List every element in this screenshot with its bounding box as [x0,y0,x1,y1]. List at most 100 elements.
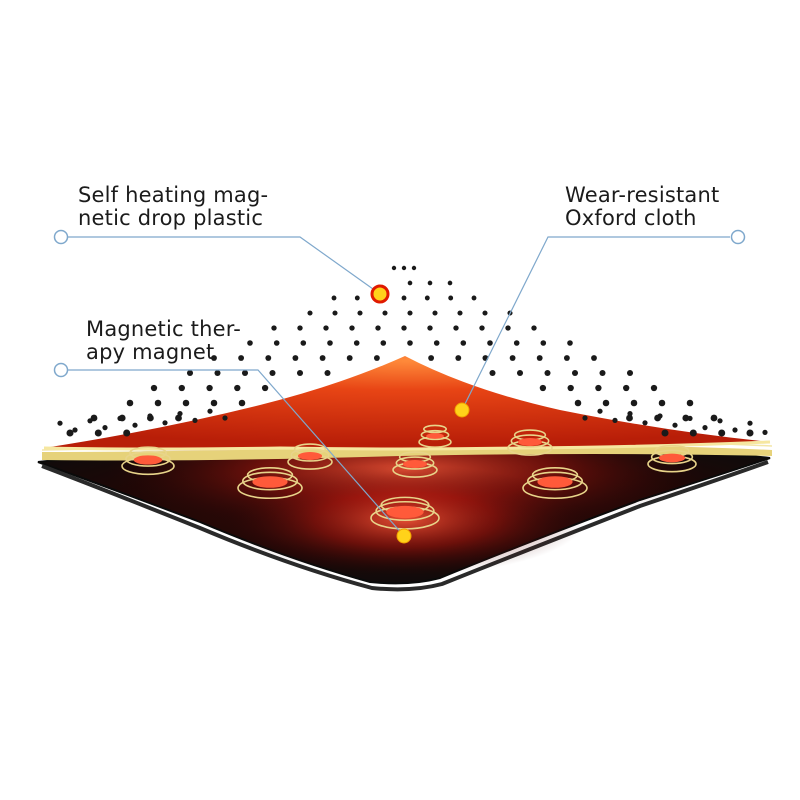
plastic-dot [401,295,407,301]
plastic-dot [447,280,453,286]
label-magnet-line2: apy magnet [86,340,215,364]
callout-line-heating [68,236,381,295]
plastic-dot [482,310,488,316]
plastic-dot [57,420,63,426]
magnet-disks [121,424,697,530]
plastic-dot [375,325,381,331]
callout-endpoints [53,229,746,378]
marker-oxford [454,402,470,418]
callout-line-magnet [68,369,405,537]
plastic-dot [702,425,708,431]
plastic-dot [147,413,153,419]
plastic-dot [602,399,610,407]
marker-magnet [396,528,412,544]
magnet-disk [418,424,452,448]
plastic-dot [489,369,496,377]
plastic-dot [150,384,158,392]
plastic-dot [327,340,333,346]
plastic-dot [192,417,198,423]
plastic-dot [591,355,597,361]
plastic-dots [57,265,768,437]
plastic-dot [479,325,485,331]
plastic-dot [391,265,397,271]
plastic-dot [186,369,194,377]
markers [370,284,470,544]
plastic-dot [238,355,245,361]
label-heating-line1: Self heating mag- [78,183,269,207]
plastic-dot [536,355,543,361]
plastic-dot [346,355,353,361]
label-oxford-line2: Oxford cloth [565,206,697,230]
plastic-dot [178,384,185,392]
plastic-dot [269,369,276,377]
magnet-disk [287,443,333,470]
sheet-edge [43,440,771,451]
plastic-dot [261,384,269,392]
plastic-dot [353,340,360,346]
plastic-dot [126,399,134,407]
plastic-dot [428,355,435,361]
plastic-dot [407,280,413,286]
plastic-dot [627,411,633,417]
plastic-dot [571,369,579,377]
plastic-dot [432,310,438,316]
plastic-dot [207,408,213,414]
plastic-dot [407,340,413,346]
plastic-dot [222,415,228,421]
label-oxford-cloth: Wear-resistant Oxford cloth [565,184,719,230]
plastic-dot [433,340,440,346]
plastic-dot [567,340,573,346]
plastic-dot [324,369,331,377]
plastic-dot [687,415,693,421]
callout-line-oxford [461,236,730,411]
plastic-dot [132,422,138,428]
plastic-dot [72,427,78,433]
plastic-dot [718,429,726,437]
heat-layer [44,356,770,449]
magnet-disk [392,451,438,478]
plastic-dot [597,408,603,414]
plastic-dot [241,369,249,377]
plastic-dot [175,414,182,422]
plastic-dot [117,415,123,421]
plastic-dot [427,325,433,331]
plastic-dot [460,340,467,346]
plastic-dot [206,384,213,392]
endpoint-oxford [730,229,746,245]
plastic-dot [332,310,338,316]
plastic-dot [273,340,280,346]
plastic-dot [599,369,606,377]
plastic-dot [238,399,246,407]
plastic-dot [539,384,547,392]
plastic-dot [453,325,459,331]
plastic-dot [380,340,387,346]
plastic-dot [210,399,218,407]
plastic-dot [672,422,678,428]
plastic-dot [516,369,524,377]
plastic-dot [300,340,307,346]
label-therapy-magnet: Magnetic ther- apy magnet [86,318,241,364]
plastic-dot [307,310,313,316]
plastic-dot [162,420,168,426]
plastic-dot [296,369,304,377]
plastic-dot [682,414,690,422]
plastic-dot [455,355,462,361]
magnet-disk [522,467,588,500]
plastic-dot [595,384,602,392]
plastic-dot [762,429,768,435]
plastic-dot [717,418,723,424]
magnet-disk [121,446,175,476]
plastic-dot [265,355,272,361]
plastic-dot [544,369,551,377]
plastic-dot [531,325,537,331]
plastic-dot [471,295,477,301]
plastic-dot [661,429,669,437]
plastic-dot [401,265,407,271]
plastic-dot [540,340,547,346]
plastic-dot [411,265,417,271]
magnet-disk [237,467,303,500]
plastic-dot [505,325,511,331]
plastic-dot [626,369,634,377]
marker-heating [370,284,390,304]
